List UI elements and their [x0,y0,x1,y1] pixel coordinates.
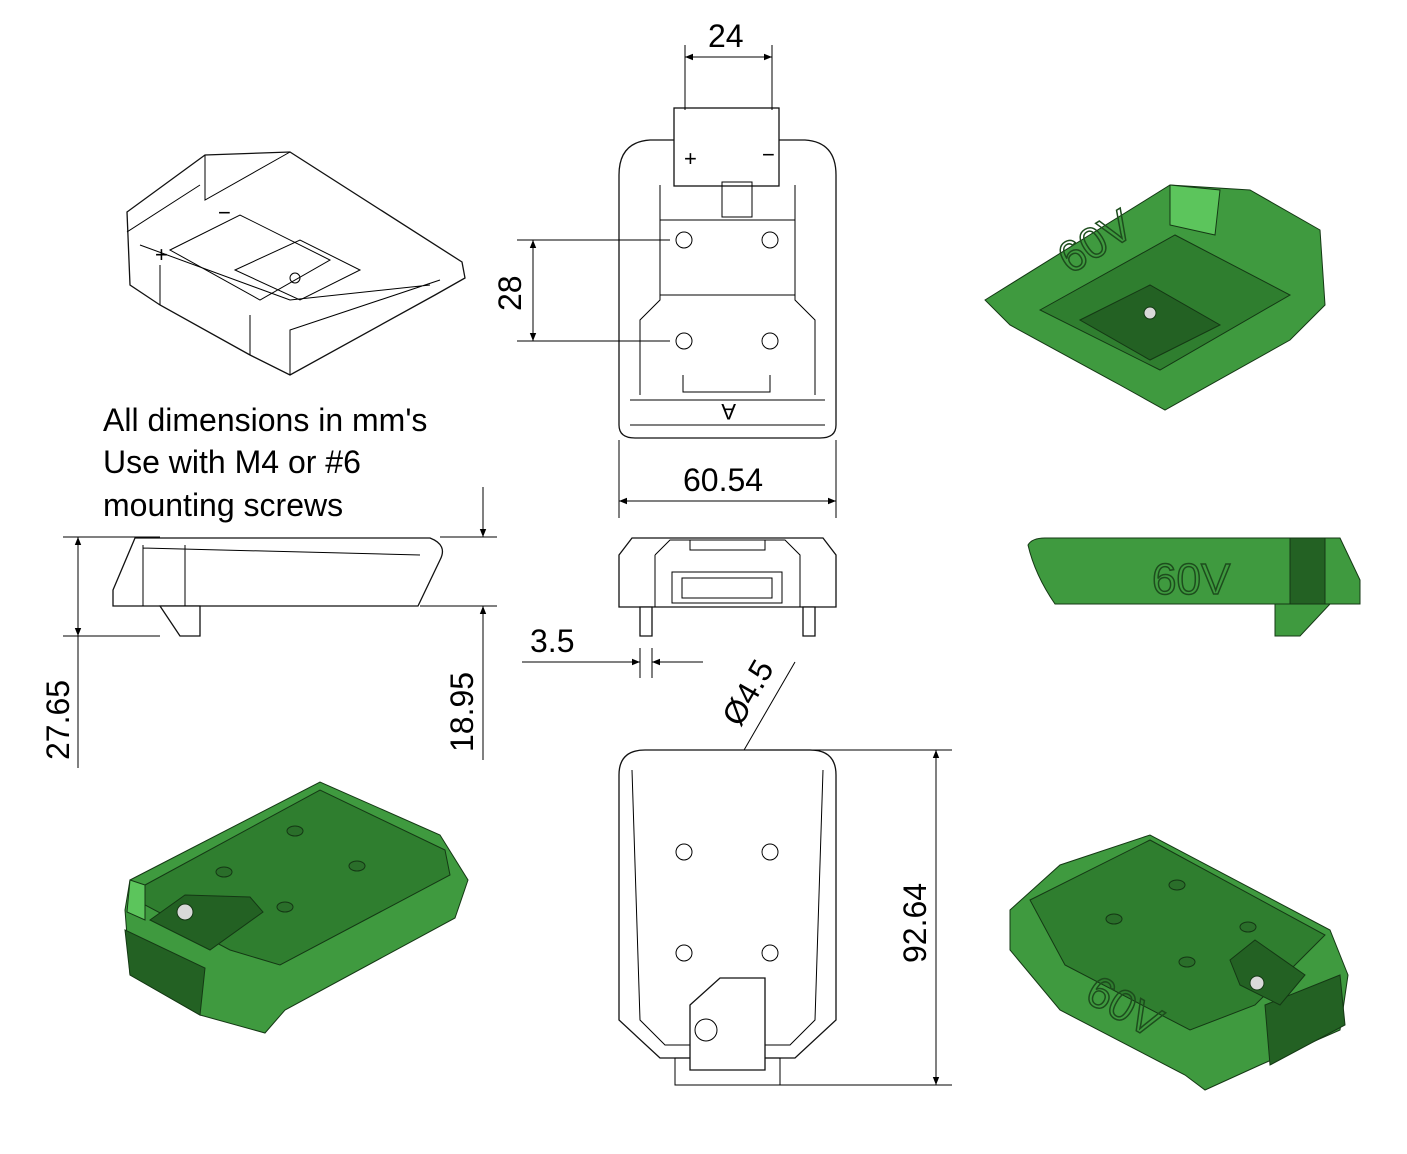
isometric-bottom-green-right: 60V [1009,834,1349,1091]
dimension-28-label: 28 [492,275,528,311]
side-view-left [112,537,444,637]
note-units: All dimensions in mm's [103,402,427,438]
side-view-right-green: 60V [1027,537,1361,637]
dimension-60-54-label: 60.54 [683,462,763,498]
plus-marking: + [155,242,168,267]
dimension-24: 24 [684,18,773,110]
dimension-diameter-label: Ø4.5 [715,653,781,731]
note-screws: Use with M4 or #6 [103,444,361,480]
notes: All dimensions in mm's Use with M4 or #6… [103,402,427,523]
isometric-top-wireframe: + − [126,151,466,376]
dimension-28: 28 [492,239,670,342]
bottom-view [618,749,837,1086]
top-letter-marking: A [721,399,736,424]
top-plus-marking: + [684,146,697,171]
dimension-3-5-label: 3.5 [530,623,574,659]
dimension-60-54: 60.54 [618,440,837,518]
dimension-27-65-label: 27.65 [40,680,76,760]
top-minus-marking: − [762,142,775,167]
front-view [618,537,837,637]
dimension-18-95-label: 18.95 [444,672,480,752]
logo-60v-side: 60V [1152,555,1231,604]
dimension-92-64-label: 92.64 [897,883,933,963]
dimension-3-5: 3.5 [522,623,703,678]
top-view: + − A [618,107,837,439]
minus-marking: − [218,200,231,225]
isometric-bottom-green-left [124,781,469,1034]
dimension-24-label: 24 [708,18,744,54]
isometric-top-green: 60V [984,184,1326,411]
dimension-18-95: 18.95 [420,487,497,760]
dimension-27-65: 27.65 [40,536,160,768]
note-screws-2: mounting screws [103,487,343,523]
dimension-92-64: 92.64 [760,749,952,1086]
